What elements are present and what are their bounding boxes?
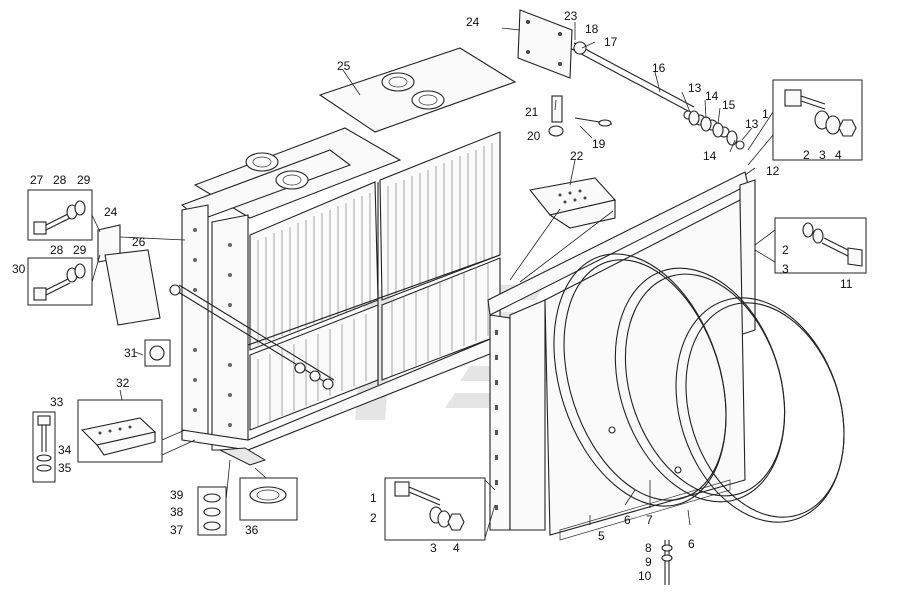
leader-lines bbox=[91, 22, 776, 539]
callout-24: 24 bbox=[466, 15, 480, 29]
callout-1a: 1 bbox=[762, 107, 769, 121]
callout-10: 10 bbox=[638, 569, 652, 583]
callout-29a: 29 bbox=[77, 173, 91, 187]
callout-36: 36 bbox=[245, 523, 259, 537]
callout-8: 8 bbox=[645, 541, 652, 555]
callout-23: 23 bbox=[564, 9, 578, 23]
nut-washer-stack bbox=[197, 486, 227, 536]
callout-30: 30 bbox=[12, 262, 26, 276]
callout-6a: 6 bbox=[624, 513, 631, 527]
callout-1b: 1 bbox=[370, 491, 377, 505]
side-bracket bbox=[97, 224, 171, 367]
callout-7: 7 bbox=[646, 513, 653, 527]
washer-set bbox=[688, 110, 738, 146]
bracket-plate bbox=[528, 177, 617, 229]
clamp-bolt bbox=[661, 540, 673, 585]
callout-6b: 6 bbox=[688, 537, 695, 551]
callout-22: 22 bbox=[570, 149, 584, 163]
callout-25: 25 bbox=[337, 59, 351, 73]
callout-14b: 14 bbox=[703, 149, 717, 163]
callout-9: 9 bbox=[645, 555, 652, 569]
callout-13: 13 bbox=[688, 81, 702, 95]
vertical-bolt-set bbox=[32, 411, 56, 483]
callout-39: 39 bbox=[170, 488, 184, 502]
mounting-bracket bbox=[517, 9, 573, 123]
callout-2a: 2 bbox=[803, 148, 810, 162]
callout-20: 20 bbox=[527, 129, 541, 143]
callout-33: 33 bbox=[50, 395, 64, 409]
hardware-group-left bbox=[27, 189, 93, 306]
callout-19: 19 bbox=[592, 137, 606, 151]
callout-37: 37 bbox=[170, 523, 184, 537]
callout-35: 35 bbox=[58, 461, 72, 475]
callout-2c: 2 bbox=[782, 243, 789, 257]
hardware-group-lower bbox=[384, 477, 486, 541]
callout-26: 26 bbox=[132, 235, 146, 249]
callout-31: 31 bbox=[124, 346, 138, 360]
callout-11: 11 bbox=[840, 277, 853, 291]
hardware-group-upper bbox=[772, 79, 863, 161]
callout-16: 16 bbox=[652, 61, 666, 75]
callout-3c: 3 bbox=[782, 262, 789, 276]
callout-2b: 2 bbox=[370, 511, 377, 525]
callout-3b: 3 bbox=[430, 541, 437, 555]
callout-38: 38 bbox=[170, 505, 184, 519]
callout-4a: 4 bbox=[835, 148, 842, 162]
cotter-pin bbox=[548, 117, 613, 137]
callout-21: 21 bbox=[525, 105, 539, 119]
callout-29b: 29 bbox=[73, 243, 87, 257]
fan-shroud bbox=[544, 199, 746, 541]
callout-labels: 25 24 23 18 17 16 13 14 15 13 14 12 21 2… bbox=[12, 9, 853, 583]
callout-28a: 28 bbox=[53, 173, 67, 187]
callout-24b: 24 bbox=[104, 205, 118, 219]
callout-32: 32 bbox=[116, 376, 130, 390]
callout-27: 27 bbox=[30, 173, 44, 187]
callout-3a: 3 bbox=[819, 148, 826, 162]
callout-5: 5 bbox=[598, 529, 605, 543]
hardware-group-right bbox=[774, 217, 867, 274]
support-frame bbox=[487, 171, 756, 531]
callout-12: 12 bbox=[766, 164, 780, 178]
callout-13b: 13 bbox=[745, 117, 759, 131]
callout-18: 18 bbox=[585, 22, 599, 36]
callout-4b: 4 bbox=[453, 541, 460, 555]
callout-15: 15 bbox=[722, 98, 736, 112]
callout-34: 34 bbox=[58, 443, 72, 457]
tie-rod-lower bbox=[169, 284, 335, 390]
callout-28b: 28 bbox=[50, 243, 64, 257]
fan-shroud-ring bbox=[553, 253, 845, 523]
callout-17: 17 bbox=[604, 35, 618, 49]
rubber-bushing bbox=[239, 477, 298, 521]
callout-14: 14 bbox=[705, 89, 719, 103]
base-plate bbox=[77, 399, 163, 463]
